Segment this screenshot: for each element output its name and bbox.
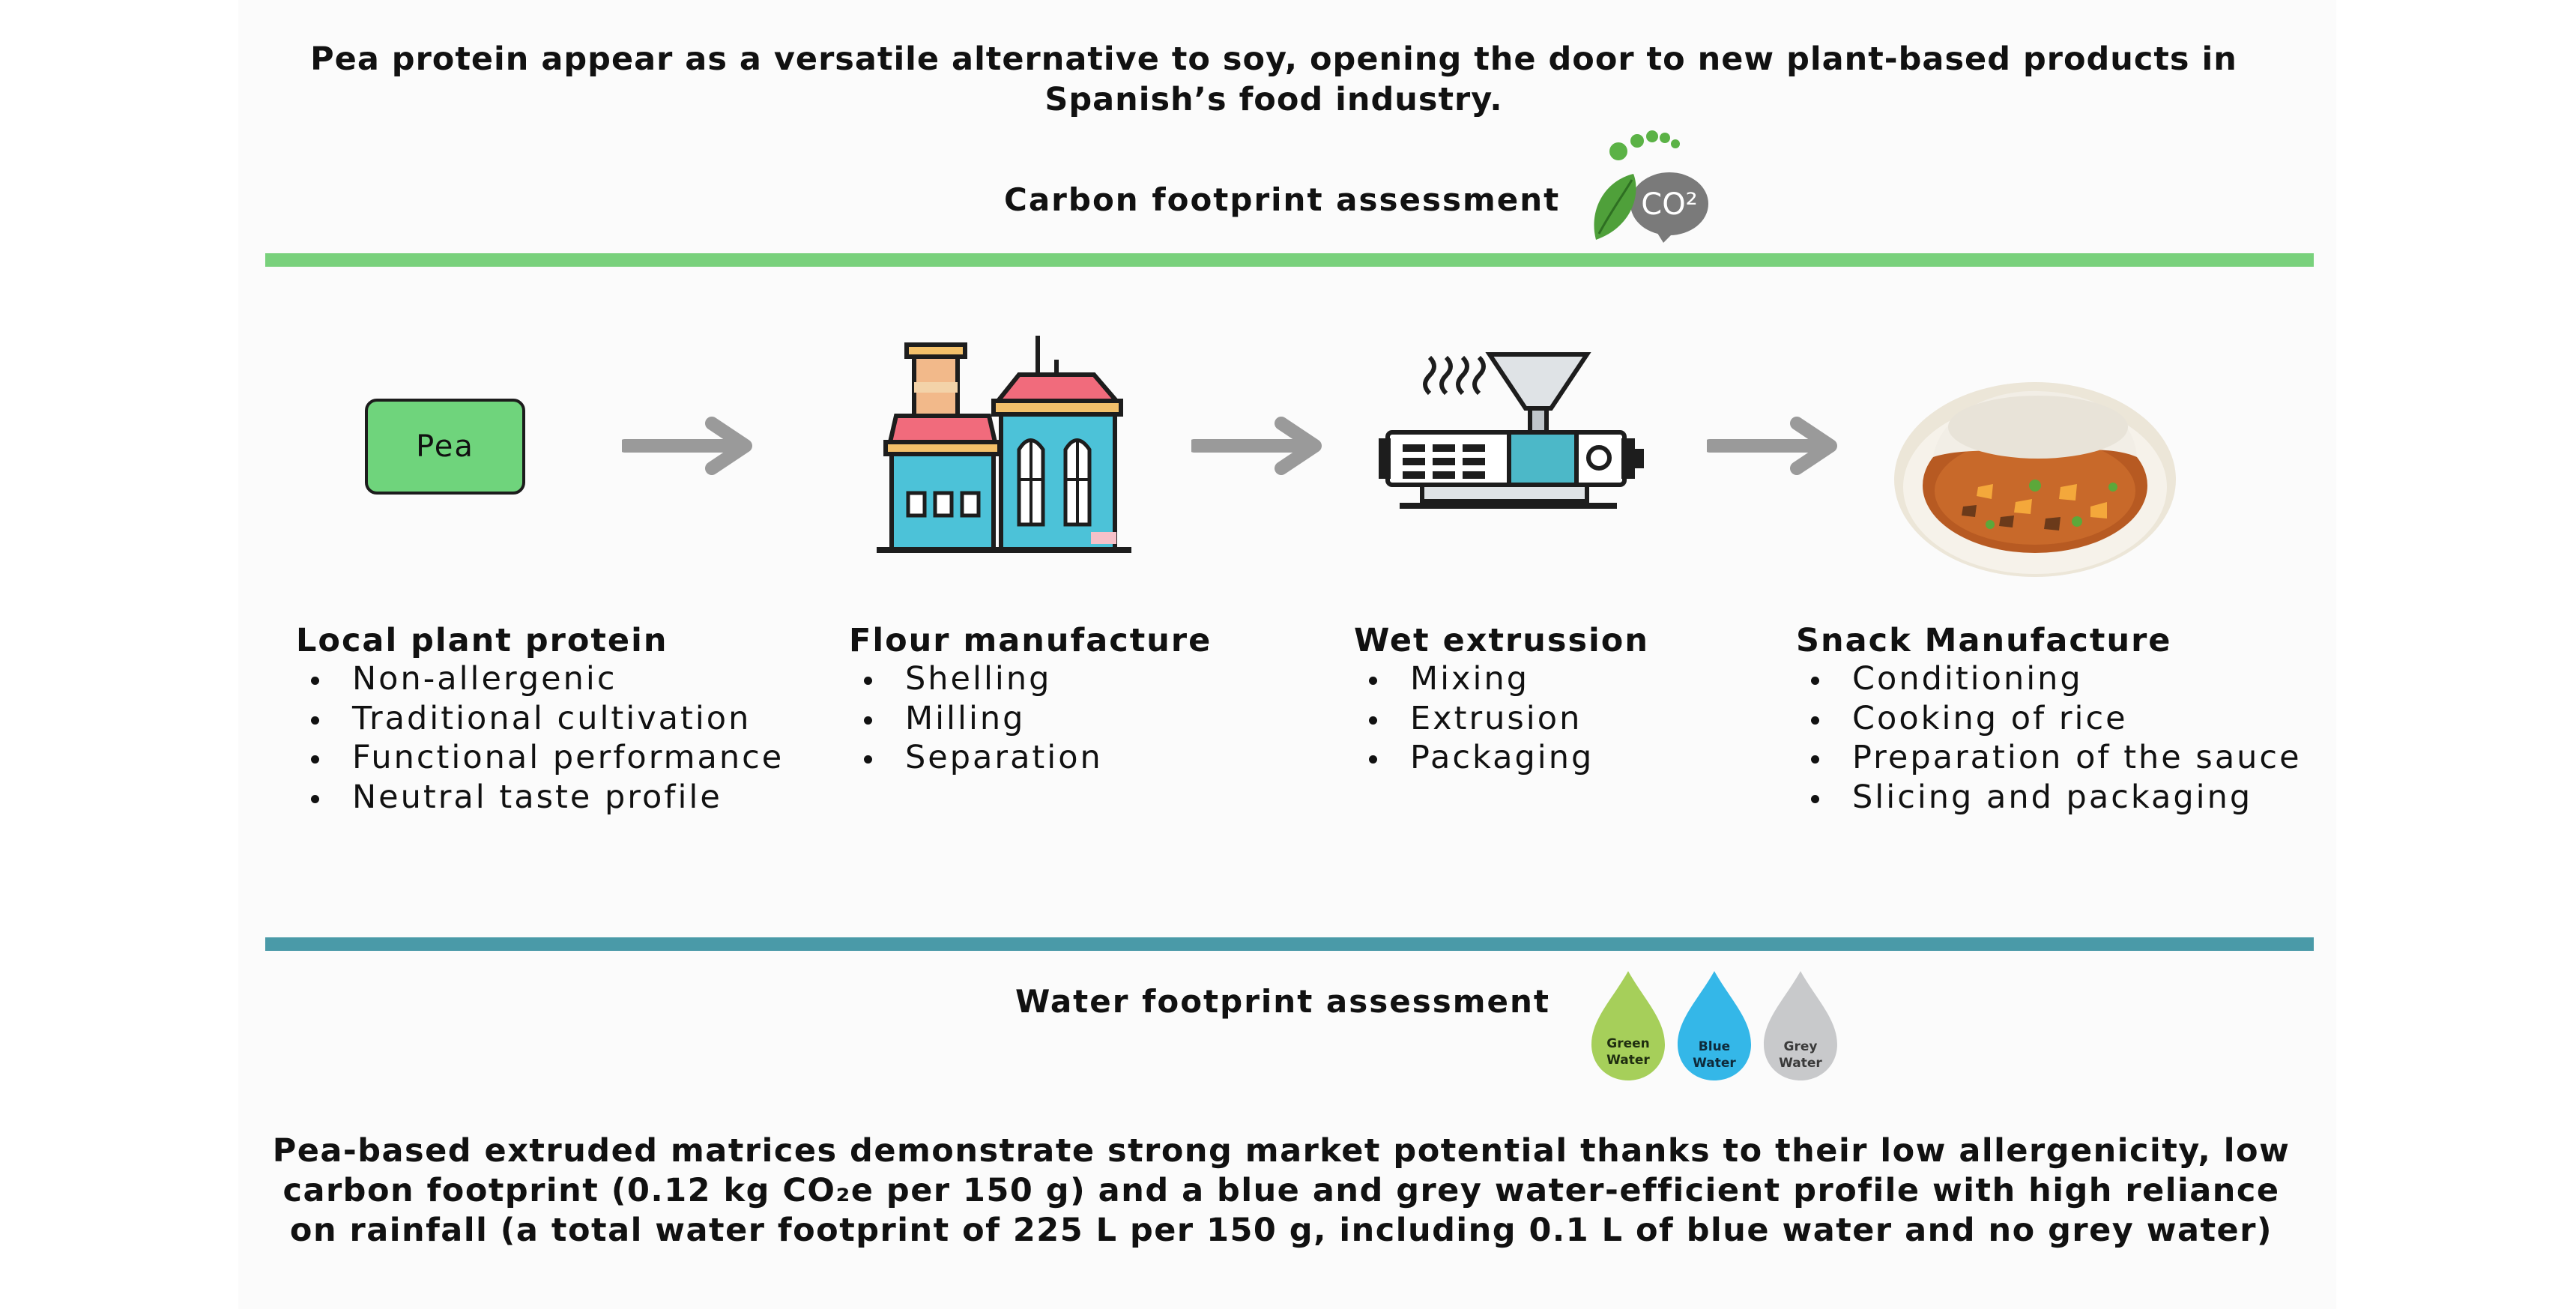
list-item: Non-allergenic	[296, 659, 784, 699]
blue-water-drop: Blue Water	[1678, 971, 1751, 1080]
list-item: Extrusion	[1354, 699, 1649, 739]
list-item: Conditioning	[1796, 659, 2302, 699]
list-item: Milling	[849, 699, 1212, 739]
list-item: Separation	[849, 738, 1212, 778]
svg-text:Water: Water	[1693, 1056, 1736, 1071]
stage-local-plant-protein: Local plant protein Non-allergenic Tradi…	[296, 622, 784, 817]
infographic-panel	[238, 0, 2336, 1309]
grey-water-drop: Grey Water	[1764, 971, 1837, 1080]
arrow-right-icon	[1707, 416, 1842, 476]
stage-list: Conditioning Cooking of rice Preparation…	[1796, 659, 2302, 817]
stage-list: Shelling Milling Separation	[849, 659, 1212, 778]
svg-text:Green: Green	[1606, 1036, 1650, 1051]
factory-icon	[869, 330, 1139, 565]
pea-box: Pea	[365, 399, 525, 495]
list-item: Neutral taste profile	[296, 778, 784, 817]
list-item: Traditional cultivation	[296, 699, 784, 739]
stage-title: Snack Manufacture	[1796, 622, 2172, 659]
conclusion-text: Pea-based extruded matrices demonstrate …	[272, 1132, 2291, 1249]
list-item: Mixing	[1354, 659, 1649, 699]
stage-title: Flour manufacture	[849, 622, 1212, 659]
extruder-machine-icon	[1377, 348, 1647, 531]
stage-list: Non-allergenic Traditional cultivation F…	[296, 659, 784, 817]
stage-wet-extrussion: Wet extrussion Mixing Extrusion Packagin…	[1354, 622, 1649, 778]
list-item: Shelling	[849, 659, 1212, 699]
headline: Pea protein appear as a versatile altern…	[310, 40, 2237, 118]
list-item: Preparation of the sauce	[1796, 738, 2302, 778]
stage-title: Wet extrussion	[1354, 622, 1649, 659]
water-drop-icon: Green Water Blue Water Grey Water	[1587, 967, 1842, 1089]
stage-list: Mixing Extrusion Packaging	[1354, 659, 1649, 778]
list-item: Functional performance	[296, 738, 784, 778]
green-water-drop: Green Water	[1591, 971, 1665, 1080]
arrow-right-icon	[622, 416, 757, 476]
carbon-section-divider	[265, 253, 2314, 267]
water-footprint-title: Water footprint assessment	[1015, 983, 1550, 1020]
svg-text:Water: Water	[1606, 1053, 1650, 1068]
carbon-footprint-title: Carbon footprint assessment	[1004, 181, 1561, 218]
svg-text:Grey: Grey	[1784, 1039, 1818, 1054]
svg-text:Blue: Blue	[1699, 1039, 1730, 1054]
stage-title: Local plant protein	[296, 622, 668, 659]
water-section-divider	[265, 937, 2314, 951]
svg-text:Water: Water	[1779, 1056, 1822, 1071]
list-item: Slicing and packaging	[1796, 778, 2302, 817]
footprint-co2-icon: CO²	[1581, 121, 1712, 248]
arrow-right-icon	[1191, 416, 1326, 476]
curry-rice-bowl-icon	[1888, 375, 2180, 595]
list-item: Cooking of rice	[1796, 699, 2302, 739]
list-item: Packaging	[1354, 738, 1649, 778]
stage-flour-manufacture: Flour manufacture Shelling Milling Separ…	[849, 622, 1212, 778]
svg-text:CO²: CO²	[1641, 187, 1697, 222]
pea-label: Pea	[416, 429, 474, 464]
stage-snack-manufacture: Snack Manufacture Conditioning Cooking o…	[1796, 622, 2302, 817]
